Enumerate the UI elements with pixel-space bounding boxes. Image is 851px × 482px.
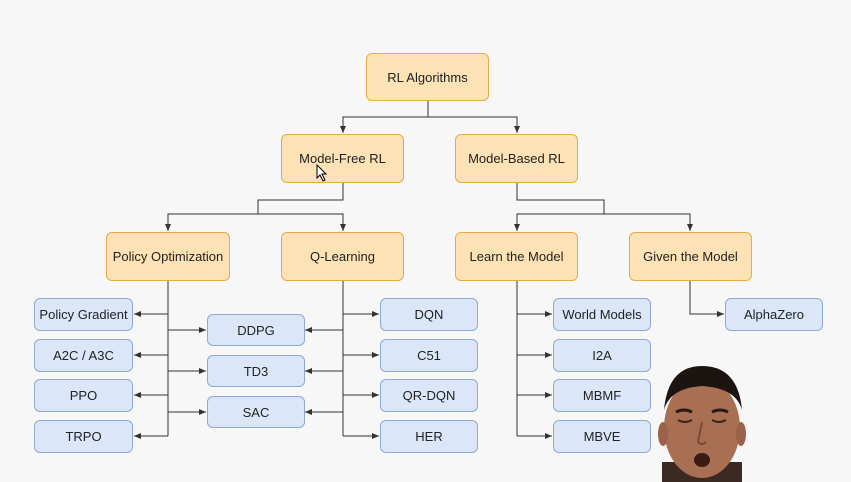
node-given-the-model: Given the Model: [629, 232, 752, 281]
node-mbmf: MBMF: [553, 379, 651, 412]
edge-mf-to-policy-opt: [165, 183, 344, 231]
node-world-models: World Models: [553, 298, 651, 331]
node-alphazero: AlphaZero: [725, 298, 823, 331]
node-rl-algorithms: RL Algorithms: [366, 53, 489, 101]
edge-mb-to-given-model: [604, 213, 693, 231]
node-policy-optimization: Policy Optimization: [106, 232, 230, 281]
node-model-free-rl: Model-Free RL: [281, 134, 404, 183]
node-trpo: TRPO: [34, 420, 133, 453]
node-policy-gradient: Policy Gradient: [34, 298, 133, 331]
node-c51: C51: [380, 339, 478, 372]
presenter-webcam-overlay: [658, 366, 746, 482]
node-td3: TD3: [207, 355, 305, 387]
edge-root-to-model-free: [340, 101, 429, 133]
edge-mf-to-q-learning: [258, 213, 346, 231]
node-learn-the-model: Learn the Model: [455, 232, 578, 281]
node-q-learning: Q-Learning: [281, 232, 404, 281]
node-qr-dqn: QR-DQN: [380, 379, 478, 412]
node-sac: SAC: [207, 396, 305, 428]
node-her: HER: [380, 420, 478, 453]
edge-gm-to-alphazero: [689, 281, 724, 317]
node-ddpg: DDPG: [207, 314, 305, 346]
node-dqn: DQN: [380, 298, 478, 331]
node-mbve: MBVE: [553, 420, 651, 453]
mouse-pointer-icon: [316, 164, 328, 182]
node-a2c-a3c: A2C / A3C: [34, 339, 133, 372]
edge-root-to-model-based: [428, 116, 520, 133]
node-ppo: PPO: [34, 379, 133, 412]
edge-mb-to-learn-model: [514, 183, 605, 231]
node-model-based-rl: Model-Based RL: [455, 134, 578, 183]
node-i2a: I2A: [553, 339, 651, 372]
